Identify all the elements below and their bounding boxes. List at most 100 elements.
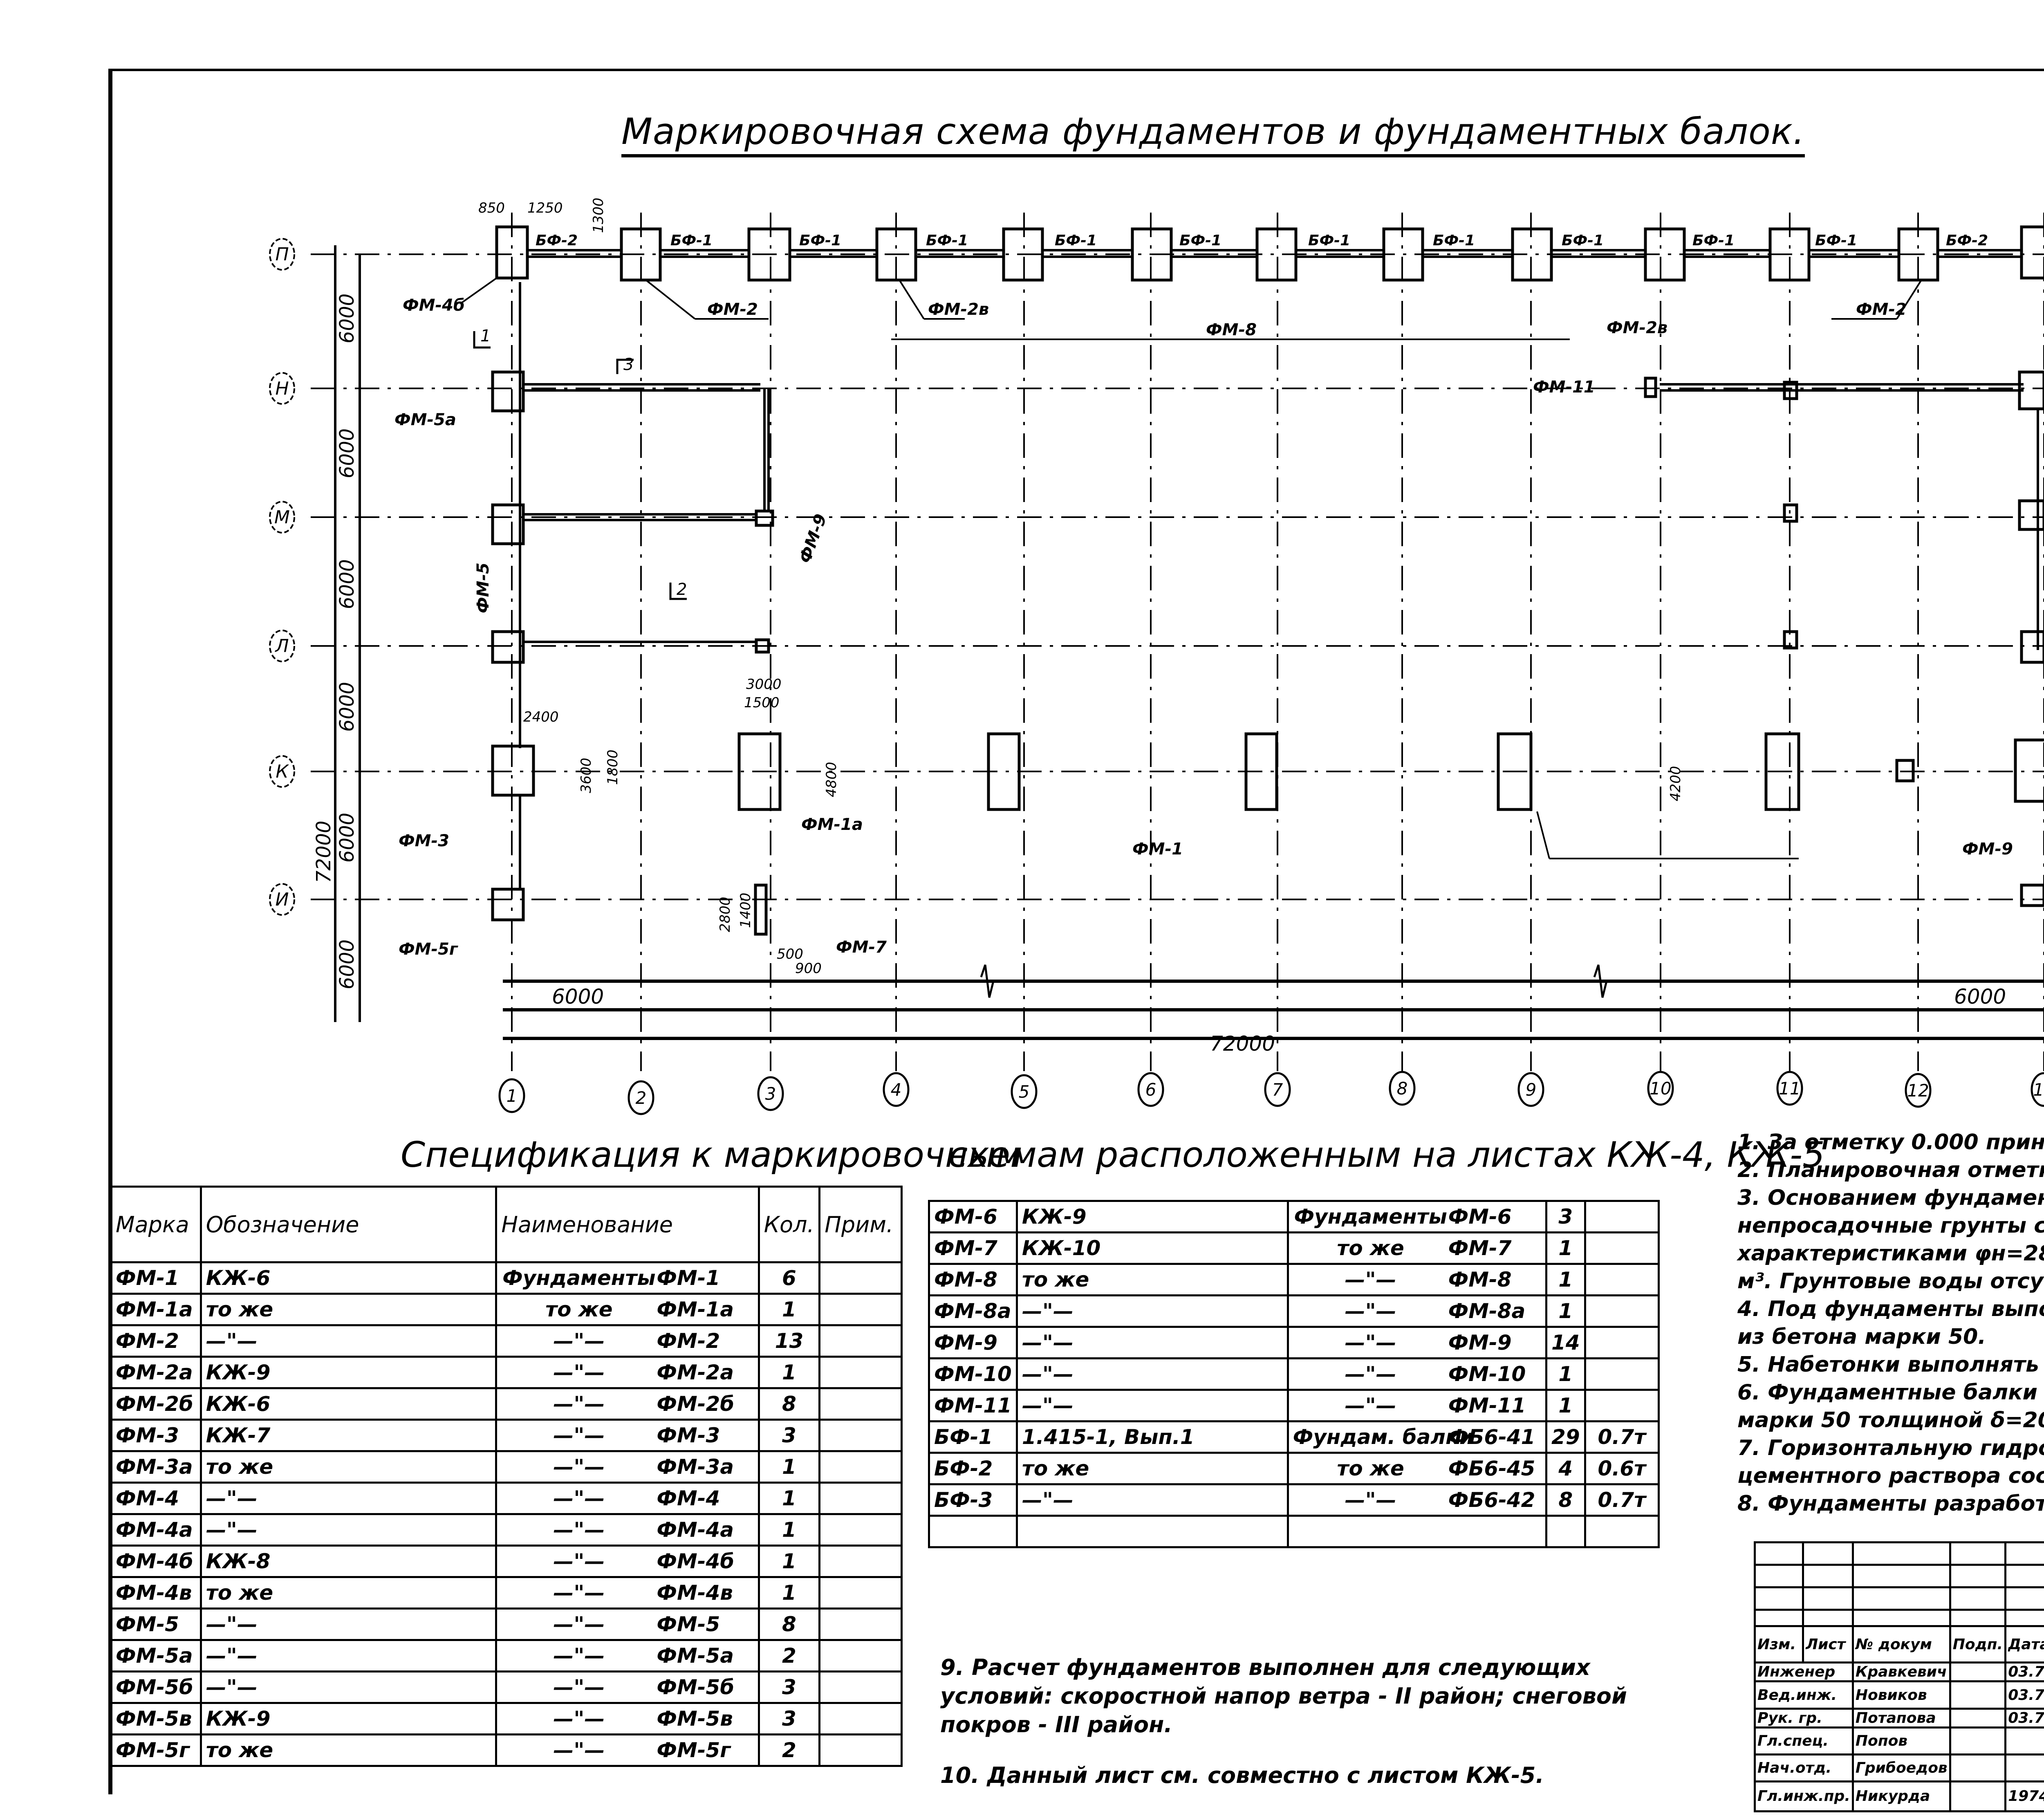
sig-date: 03.74 [2004, 1708, 2044, 1729]
spec-name-mark: ФМ-1 [657, 1266, 720, 1290]
spec-name-prefix: —"— [553, 1581, 605, 1605]
spec-name-mark: ФБ6-42 [1448, 1488, 1535, 1512]
svg-text:ФМ-4б: ФМ-4б [403, 296, 465, 315]
spec-name-mark: ФМ-8 [1448, 1268, 1512, 1291]
break-mark-right [1593, 964, 1608, 998]
row-axis-bubbles: П Н М Л К И [269, 238, 295, 916]
note-item: 1. За отметку 0.000 принята отметка чист… [1737, 1130, 2044, 1155]
spec-note [818, 1324, 903, 1358]
spec-designation: КЖ-9 [1015, 1200, 1289, 1233]
sig-name: Потапова [1851, 1708, 1951, 1729]
svg-text:ФМ-2в: ФМ-2в [1607, 318, 1667, 337]
tb-col-docnum: № докум [1851, 1625, 1951, 1664]
tb-col-date: Дата [2004, 1625, 2044, 1664]
svg-text:3: 3 [765, 1084, 776, 1104]
spec-name-mark: ФМ-5в [657, 1707, 733, 1731]
middle-row-foundations [737, 732, 2044, 811]
svg-text:БФ-1: БФ-1 [1433, 232, 1475, 249]
spec-qty: 3 [758, 1670, 821, 1704]
spec-mark: ФМ-10 [928, 1357, 1018, 1391]
spec-name-prefix: —"— [553, 1738, 605, 1762]
spec-name-mark: ФМ-2 [657, 1329, 720, 1353]
spec-qty: 1 [1545, 1389, 1586, 1422]
spec-name: —"—ФМ-10 [1286, 1357, 1548, 1391]
spec-name-mark: ФМ-4в [657, 1581, 733, 1605]
sig-name: Кравкевич [1851, 1661, 1951, 1682]
spec-note [818, 1607, 903, 1641]
sheet-frame [108, 69, 2044, 1794]
spec-name: —"—ФМ-4а [495, 1513, 760, 1547]
spec-mark: ФМ-1а [110, 1293, 202, 1326]
svg-text:6000: 6000 [336, 559, 359, 609]
row-axis-lines [311, 253, 2044, 900]
svg-text:ФМ-8: ФМ-8 [1206, 321, 1257, 339]
spec-name-mark: ФМ-2б [657, 1392, 735, 1416]
spec-name-mark: ФБ6-45 [1448, 1457, 1535, 1480]
spec-mark: ФМ-6 [928, 1200, 1018, 1233]
svg-text:ФМ-2: ФМ-2 [1856, 300, 1907, 319]
svg-text:ФМ-9: ФМ-9 [1962, 840, 2013, 859]
svg-text:3: 3 [623, 355, 634, 374]
spec-name: —"—ФМ-5в [495, 1702, 760, 1735]
spec-note [818, 1576, 903, 1610]
svg-text:500: 500 [777, 946, 803, 962]
spec-name: —"—ФМ-5 [495, 1607, 760, 1641]
svg-text:10: 10 [1650, 1078, 1671, 1099]
spec-name-prefix: то же [1337, 1236, 1404, 1260]
svg-text:1800: 1800 [605, 749, 621, 785]
spec-name-mark: ФМ-11 [1448, 1394, 1526, 1417]
spec-designation: —"— [199, 1670, 498, 1704]
spec-note [818, 1356, 903, 1389]
spec-name [1286, 1515, 1548, 1548]
svg-text:ФМ-2: ФМ-2 [707, 300, 758, 319]
note-item: 4. Под фундаменты выполнить подбетонку т… [1737, 1297, 2044, 1349]
svg-text:4800: 4800 [823, 762, 840, 797]
svg-text:ФМ-5г: ФМ-5г [399, 940, 458, 959]
svg-text:БФ-1: БФ-1 [1308, 232, 1350, 249]
spec-note [818, 1387, 903, 1421]
svg-text:6000: 6000 [336, 939, 359, 989]
spec-name-mark: ФМ-5б [657, 1675, 735, 1699]
svg-text:4: 4 [891, 1080, 902, 1100]
svg-text:72000: 72000 [1210, 1032, 1275, 1056]
spec-name-prefix: Фундаменты [1294, 1205, 1447, 1229]
sig-date: 1974 [2004, 1780, 2044, 1813]
spec-designation: КЖ-10 [1015, 1231, 1289, 1265]
spec-name: —"—ФМ-5б [495, 1670, 760, 1704]
spec-table-left: Марка Обозначение Наименование Кол. Прим… [110, 1186, 903, 1767]
sig-role: Нач.отд. [1754, 1753, 1854, 1782]
spec-qty: 1 [1545, 1263, 1586, 1296]
sig-name: Никурда [1851, 1780, 1951, 1813]
spec-designation: 1.415-1, Вып.1 [1015, 1420, 1289, 1454]
spec-name: —"— ФМ-4в [495, 1576, 760, 1610]
svg-text:13: 13 [2033, 1080, 2044, 1100]
note-item: 2. Планировочная отметка - 0.150. [1737, 1158, 2044, 1182]
svg-text:БФ-1: БФ-1 [799, 232, 841, 249]
spec-name: —"—ФМ-4б [495, 1545, 760, 1578]
svg-text:6000: 6000 [336, 682, 359, 732]
spec-mark: ФМ-3а [110, 1450, 202, 1484]
spec-qty: 3 [758, 1702, 821, 1735]
spec-name: —"—ФМ-3а [495, 1450, 760, 1484]
row-spacing-labels: 6000 6000 6000 6000 6000 6000 72000 [312, 294, 359, 989]
spec-qty: 2 [758, 1639, 821, 1673]
svg-text:П: П [275, 244, 289, 265]
svg-text:ФМ-7: ФМ-7 [836, 938, 887, 957]
spec-qty: 3 [1545, 1200, 1586, 1233]
spec-name-prefix: —"— [1345, 1362, 1396, 1386]
spec-name: —"—ФМ-8 [1286, 1263, 1548, 1296]
note-item: 9. Расчет фундаментов выполнен для следу… [940, 1655, 1627, 1738]
spec-name-mark: ФБ6-41 [1448, 1425, 1535, 1449]
svg-text:БФ-1: БФ-1 [1055, 232, 1097, 249]
svg-text:9: 9 [1526, 1080, 1537, 1100]
spec-name-mark: ФМ-6 [1448, 1205, 1512, 1229]
svg-text:БФ-2: БФ-2 [1946, 232, 1988, 249]
svg-text:2: 2 [677, 580, 687, 599]
spec-mark: БФ-1 [928, 1420, 1018, 1454]
spec-note [818, 1450, 903, 1484]
header-note: Прим. [818, 1186, 903, 1263]
